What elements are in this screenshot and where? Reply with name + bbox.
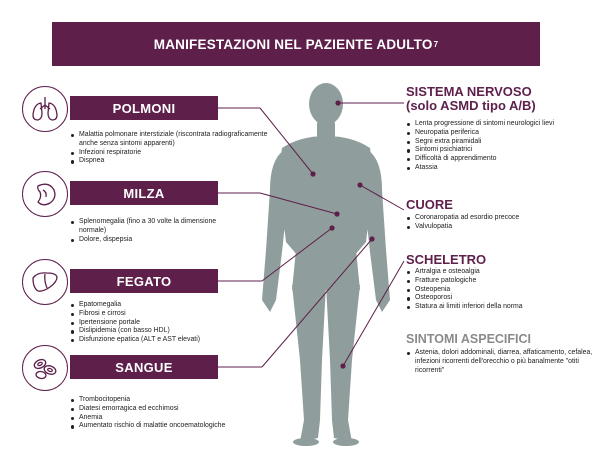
list-item: Aumentato rischio di malattie oncoematol… bbox=[70, 422, 270, 431]
list-polmoni: Malattia polmonare interstiziale (riscon… bbox=[70, 131, 268, 166]
list-item: Infezioni respiratorie bbox=[70, 149, 268, 158]
list-item: Astenia, dolori addominali, diarrea, aff… bbox=[406, 349, 594, 375]
list-item: Artralgia e osteoalgia bbox=[406, 268, 592, 277]
list-sangue: Trombocitopenia Diatesi emorragica ed ec… bbox=[70, 396, 270, 431]
subheading-sistema-nervoso: (solo ASMD tipo A/B) bbox=[406, 98, 536, 113]
connector-lines bbox=[218, 102, 405, 368]
list-item: Diatesi emorragica ed ecchimosi bbox=[70, 405, 270, 414]
section-label-sangue: SANGUE bbox=[115, 359, 173, 375]
list-scheletro: Artralgia e osteoalgia Fratture patologi… bbox=[406, 268, 592, 312]
section-bar-milza: MILZA bbox=[70, 181, 218, 205]
list-item: Dolore, dispepsia bbox=[70, 236, 230, 245]
list-item: Valvulopatia bbox=[406, 223, 592, 232]
list-item: Atassia bbox=[406, 164, 592, 173]
title-text: MANIFESTAZIONI NEL PAZIENTE ADULTO bbox=[153, 36, 433, 52]
list-item: Osteopenia bbox=[406, 286, 592, 295]
list-item: Trombocitopenia bbox=[70, 396, 270, 405]
list-item: Fratture patologiche bbox=[406, 277, 592, 286]
liver-icon bbox=[22, 259, 68, 305]
heading-sistema-nervoso: SISTEMA NERVOSO bbox=[406, 84, 532, 99]
section-label-polmoni: POLMONI bbox=[112, 100, 176, 116]
spleen-icon bbox=[22, 171, 68, 217]
list-item: Segni extra piramidali bbox=[406, 138, 592, 147]
list-item: Disfunzione epatica (ALT e AST elevati) bbox=[70, 336, 270, 345]
list-item: Malattia polmonare interstiziale (riscon… bbox=[70, 131, 268, 149]
list-item: Ipertensione portale bbox=[70, 319, 270, 328]
list-item: Splenomegalia (fino a 30 volte la dimens… bbox=[70, 218, 230, 236]
list-item: Neuropatia periferica bbox=[406, 129, 592, 138]
list-item: Dispnea bbox=[70, 157, 268, 166]
list-item: Epatomegalia bbox=[70, 301, 270, 310]
section-label-milza: MILZA bbox=[123, 185, 165, 201]
blood-cells-icon bbox=[22, 345, 68, 391]
list-item: Anemia bbox=[70, 414, 270, 423]
heading-cuore: CUORE bbox=[406, 197, 453, 212]
list-milza: Splenomegalia (fino a 30 volte la dimens… bbox=[70, 218, 230, 244]
list-item: Coronaropatia ad esordio precoce bbox=[406, 214, 592, 223]
list-cuore: Coronaropatia ad esordio precoce Valvulo… bbox=[406, 214, 592, 232]
list-sistema-nervoso: Lenta progressione di sintomi neurologic… bbox=[406, 120, 592, 173]
heading-sintomi-aspecifici: SINTOMI ASPECIFICI bbox=[406, 332, 532, 346]
connector-dots bbox=[310, 100, 375, 369]
list-item: Lenta progressione di sintomi neurologic… bbox=[406, 120, 592, 129]
lungs-icon bbox=[22, 86, 68, 132]
list-sintomi-aspecifici: Astenia, dolori addominali, diarrea, aff… bbox=[406, 349, 594, 375]
list-item: Statura ai limiti inferiori della norma bbox=[406, 303, 592, 312]
section-bar-fegato: FEGATO bbox=[70, 269, 218, 293]
section-label-fegato: FEGATO bbox=[116, 273, 172, 289]
section-bar-sangue: SANGUE bbox=[70, 355, 218, 379]
list-fegato: Epatomegalia Fibrosi e cirrosi Ipertensi… bbox=[70, 301, 270, 345]
list-item: Fibrosi e cirrosi bbox=[70, 310, 270, 319]
heading-scheletro: SCHELETRO bbox=[406, 252, 487, 267]
list-item: Sintomi psichiatrici bbox=[406, 146, 592, 155]
title-superscript: 7 bbox=[433, 39, 439, 49]
section-bar-polmoni: POLMONI bbox=[70, 96, 218, 120]
list-item: Dislipidemia (con basso HDL) bbox=[70, 327, 270, 336]
body-silhouette bbox=[262, 83, 390, 446]
list-item: Difficoltà di apprendimento bbox=[406, 155, 592, 164]
list-item: Osteoporosi bbox=[406, 294, 592, 303]
